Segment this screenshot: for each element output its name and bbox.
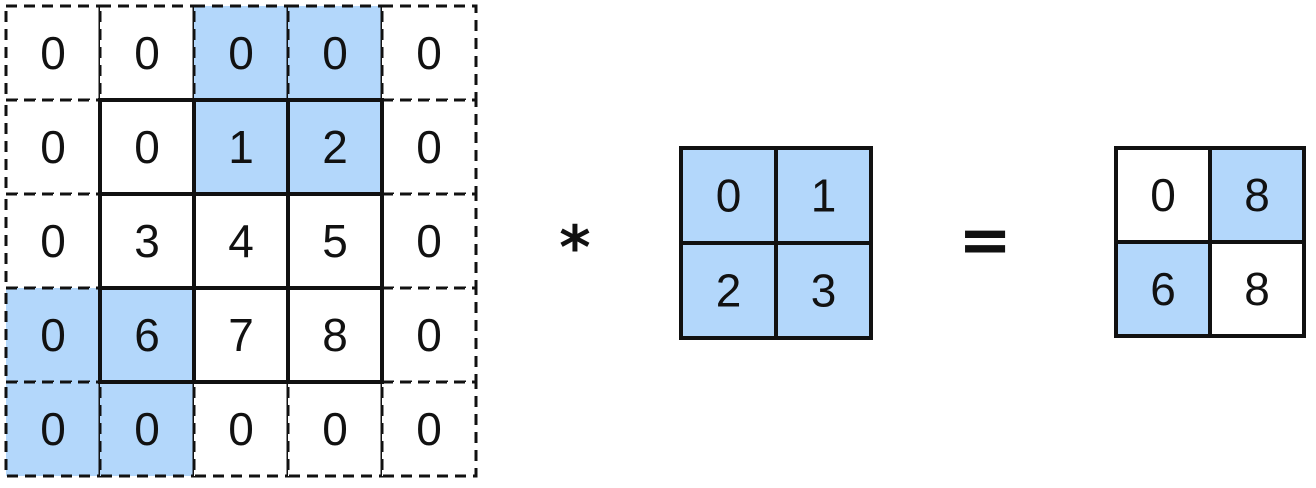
input-cell — [286, 286, 384, 384]
equals-sign: = — [958, 204, 1012, 278]
input-cell — [286, 4, 384, 102]
input-cell-value: 3 — [134, 215, 160, 267]
kernel-grid: 0 1 2 3 — [679, 146, 873, 340]
input-cell-value: 0 — [322, 27, 348, 79]
input-cell-value: 1 — [228, 121, 254, 173]
output-cell — [1208, 240, 1306, 338]
input-cell-value: 0 — [228, 27, 254, 79]
input-cell — [192, 4, 290, 102]
input-cell — [380, 380, 478, 478]
input-cell-value: 0 — [416, 215, 442, 267]
input-cell-value: 0 — [40, 27, 66, 79]
input-cell — [4, 286, 102, 384]
input-cell-value: 0 — [228, 403, 254, 455]
input-cell — [192, 380, 290, 478]
input-cell-value: 0 — [322, 403, 348, 455]
output-cell-value: 6 — [1150, 263, 1176, 315]
input-cell-value: 0 — [40, 121, 66, 173]
input-cell — [286, 380, 384, 478]
input-cell-value: 0 — [416, 27, 442, 79]
output-cell-value: 8 — [1244, 263, 1270, 315]
input-cell-value: 0 — [416, 121, 442, 173]
kernel-cell — [774, 146, 873, 245]
convolution-operator: * — [559, 213, 590, 283]
input-cell-value: 0 — [416, 309, 442, 361]
input-cell-value: 0 — [40, 403, 66, 455]
output-cell-value: 0 — [1150, 169, 1176, 221]
input-cell-value: 0 — [416, 403, 442, 455]
input-cell-value: 0 — [40, 215, 66, 267]
kernel-cell — [679, 241, 778, 340]
input-cell-value: 2 — [322, 121, 348, 173]
input-cell — [98, 192, 196, 290]
output-cell — [1208, 146, 1306, 244]
kernel-cell-value: 1 — [811, 170, 837, 222]
input-cell — [4, 98, 102, 196]
kernel-cell — [774, 241, 873, 340]
input-cell — [98, 4, 196, 102]
input-original-border — [98, 98, 384, 384]
input-cell — [98, 98, 196, 196]
input-cell-value: 0 — [134, 27, 160, 79]
input-cell-value: 5 — [322, 215, 348, 267]
input-padded-grid: 0 0 0 0 0 0 0 1 2 0 0 3 4 5 0 0 6 7 8 0 0 0 0 0 0 — [4, 4, 478, 478]
input-cell-value: 6 — [134, 309, 160, 361]
input-cell — [286, 192, 384, 290]
kernel-cell-value: 0 — [716, 170, 742, 222]
input-cell-value: 0 — [134, 121, 160, 173]
kernel-cell-value: 3 — [811, 265, 837, 317]
input-cell — [4, 4, 102, 102]
output-grid: 0 8 6 8 — [1114, 146, 1306, 338]
input-cell-value: 0 — [40, 309, 66, 361]
input-cell — [4, 380, 102, 478]
kernel-cell-value: 2 — [716, 265, 742, 317]
input-cell-value: 8 — [322, 309, 348, 361]
input-cell — [380, 4, 478, 102]
output-cell-value: 8 — [1244, 169, 1270, 221]
input-cell — [192, 98, 290, 196]
input-cell-value: 7 — [228, 309, 254, 361]
input-cell-value: 0 — [134, 403, 160, 455]
input-cell-value: 4 — [228, 215, 254, 267]
